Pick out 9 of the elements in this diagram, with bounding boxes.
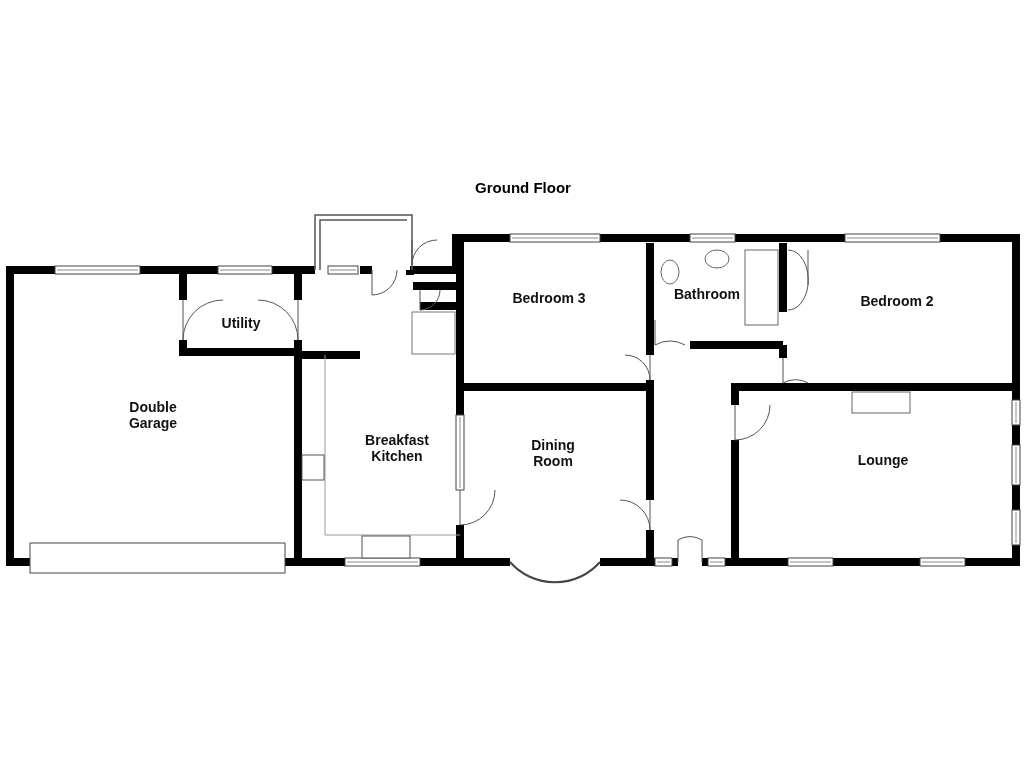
room-label: Breakfast Kitchen bbox=[365, 432, 429, 464]
room-label: Utility bbox=[221, 315, 261, 331]
floor-title: Ground Floor bbox=[475, 178, 571, 196]
room-label: Bedroom 3 bbox=[512, 290, 586, 306]
room-label: Double Garage bbox=[128, 399, 178, 431]
room-label: Bathroom bbox=[673, 286, 741, 302]
room-label: Dining Room bbox=[531, 437, 575, 469]
room-label: Bedroom 2 bbox=[860, 293, 934, 309]
room-label: Lounge bbox=[857, 452, 909, 468]
